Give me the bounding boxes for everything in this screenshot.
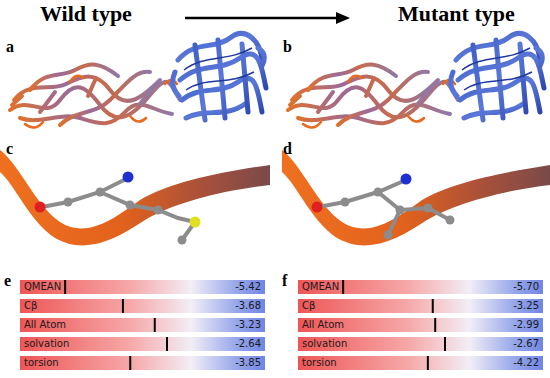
score-value: -4.22: [513, 357, 539, 368]
score-value: -2.99: [513, 319, 539, 330]
score-marker: [64, 280, 66, 294]
score-marker: [434, 318, 436, 332]
score-name: solvation: [24, 338, 69, 349]
score-marker: [166, 337, 168, 351]
panel-letter: b: [283, 38, 292, 56]
score-marker: [444, 337, 446, 351]
panel-letter: c: [6, 140, 13, 158]
score-marker: [432, 299, 434, 313]
score-marker: [427, 356, 429, 370]
score-value: -3.68: [235, 300, 261, 311]
score-name: torsion: [302, 357, 337, 368]
score-marker: [122, 299, 124, 313]
panel-title: Mutant type: [398, 2, 515, 26]
score-name: solvation: [302, 338, 347, 349]
score-value: -3.25: [513, 300, 539, 311]
score-value: -3.23: [235, 319, 261, 330]
panel-letter: a: [6, 38, 14, 56]
score-name: QMEAN: [302, 281, 339, 292]
score-value: -5.70: [513, 281, 539, 292]
score-value: -3.85: [235, 357, 261, 368]
score-name: Cβ: [24, 300, 37, 311]
score-name: Cβ: [302, 300, 315, 311]
score-name: All Atom: [24, 319, 66, 330]
panel-title: Wild type: [40, 2, 132, 26]
score-marker: [154, 318, 156, 332]
score-name: All Atom: [302, 319, 344, 330]
panel-letter: d: [283, 140, 292, 158]
score-name: QMEAN: [24, 281, 61, 292]
panel-letter: e: [4, 272, 11, 290]
score-name: torsion: [24, 357, 59, 368]
score-value: -2.67: [513, 338, 539, 349]
score-value: -5.42: [235, 281, 261, 292]
score-value: -2.64: [235, 338, 261, 349]
score-marker: [342, 280, 344, 294]
score-marker: [129, 356, 131, 370]
panel-letter: f: [282, 272, 287, 290]
